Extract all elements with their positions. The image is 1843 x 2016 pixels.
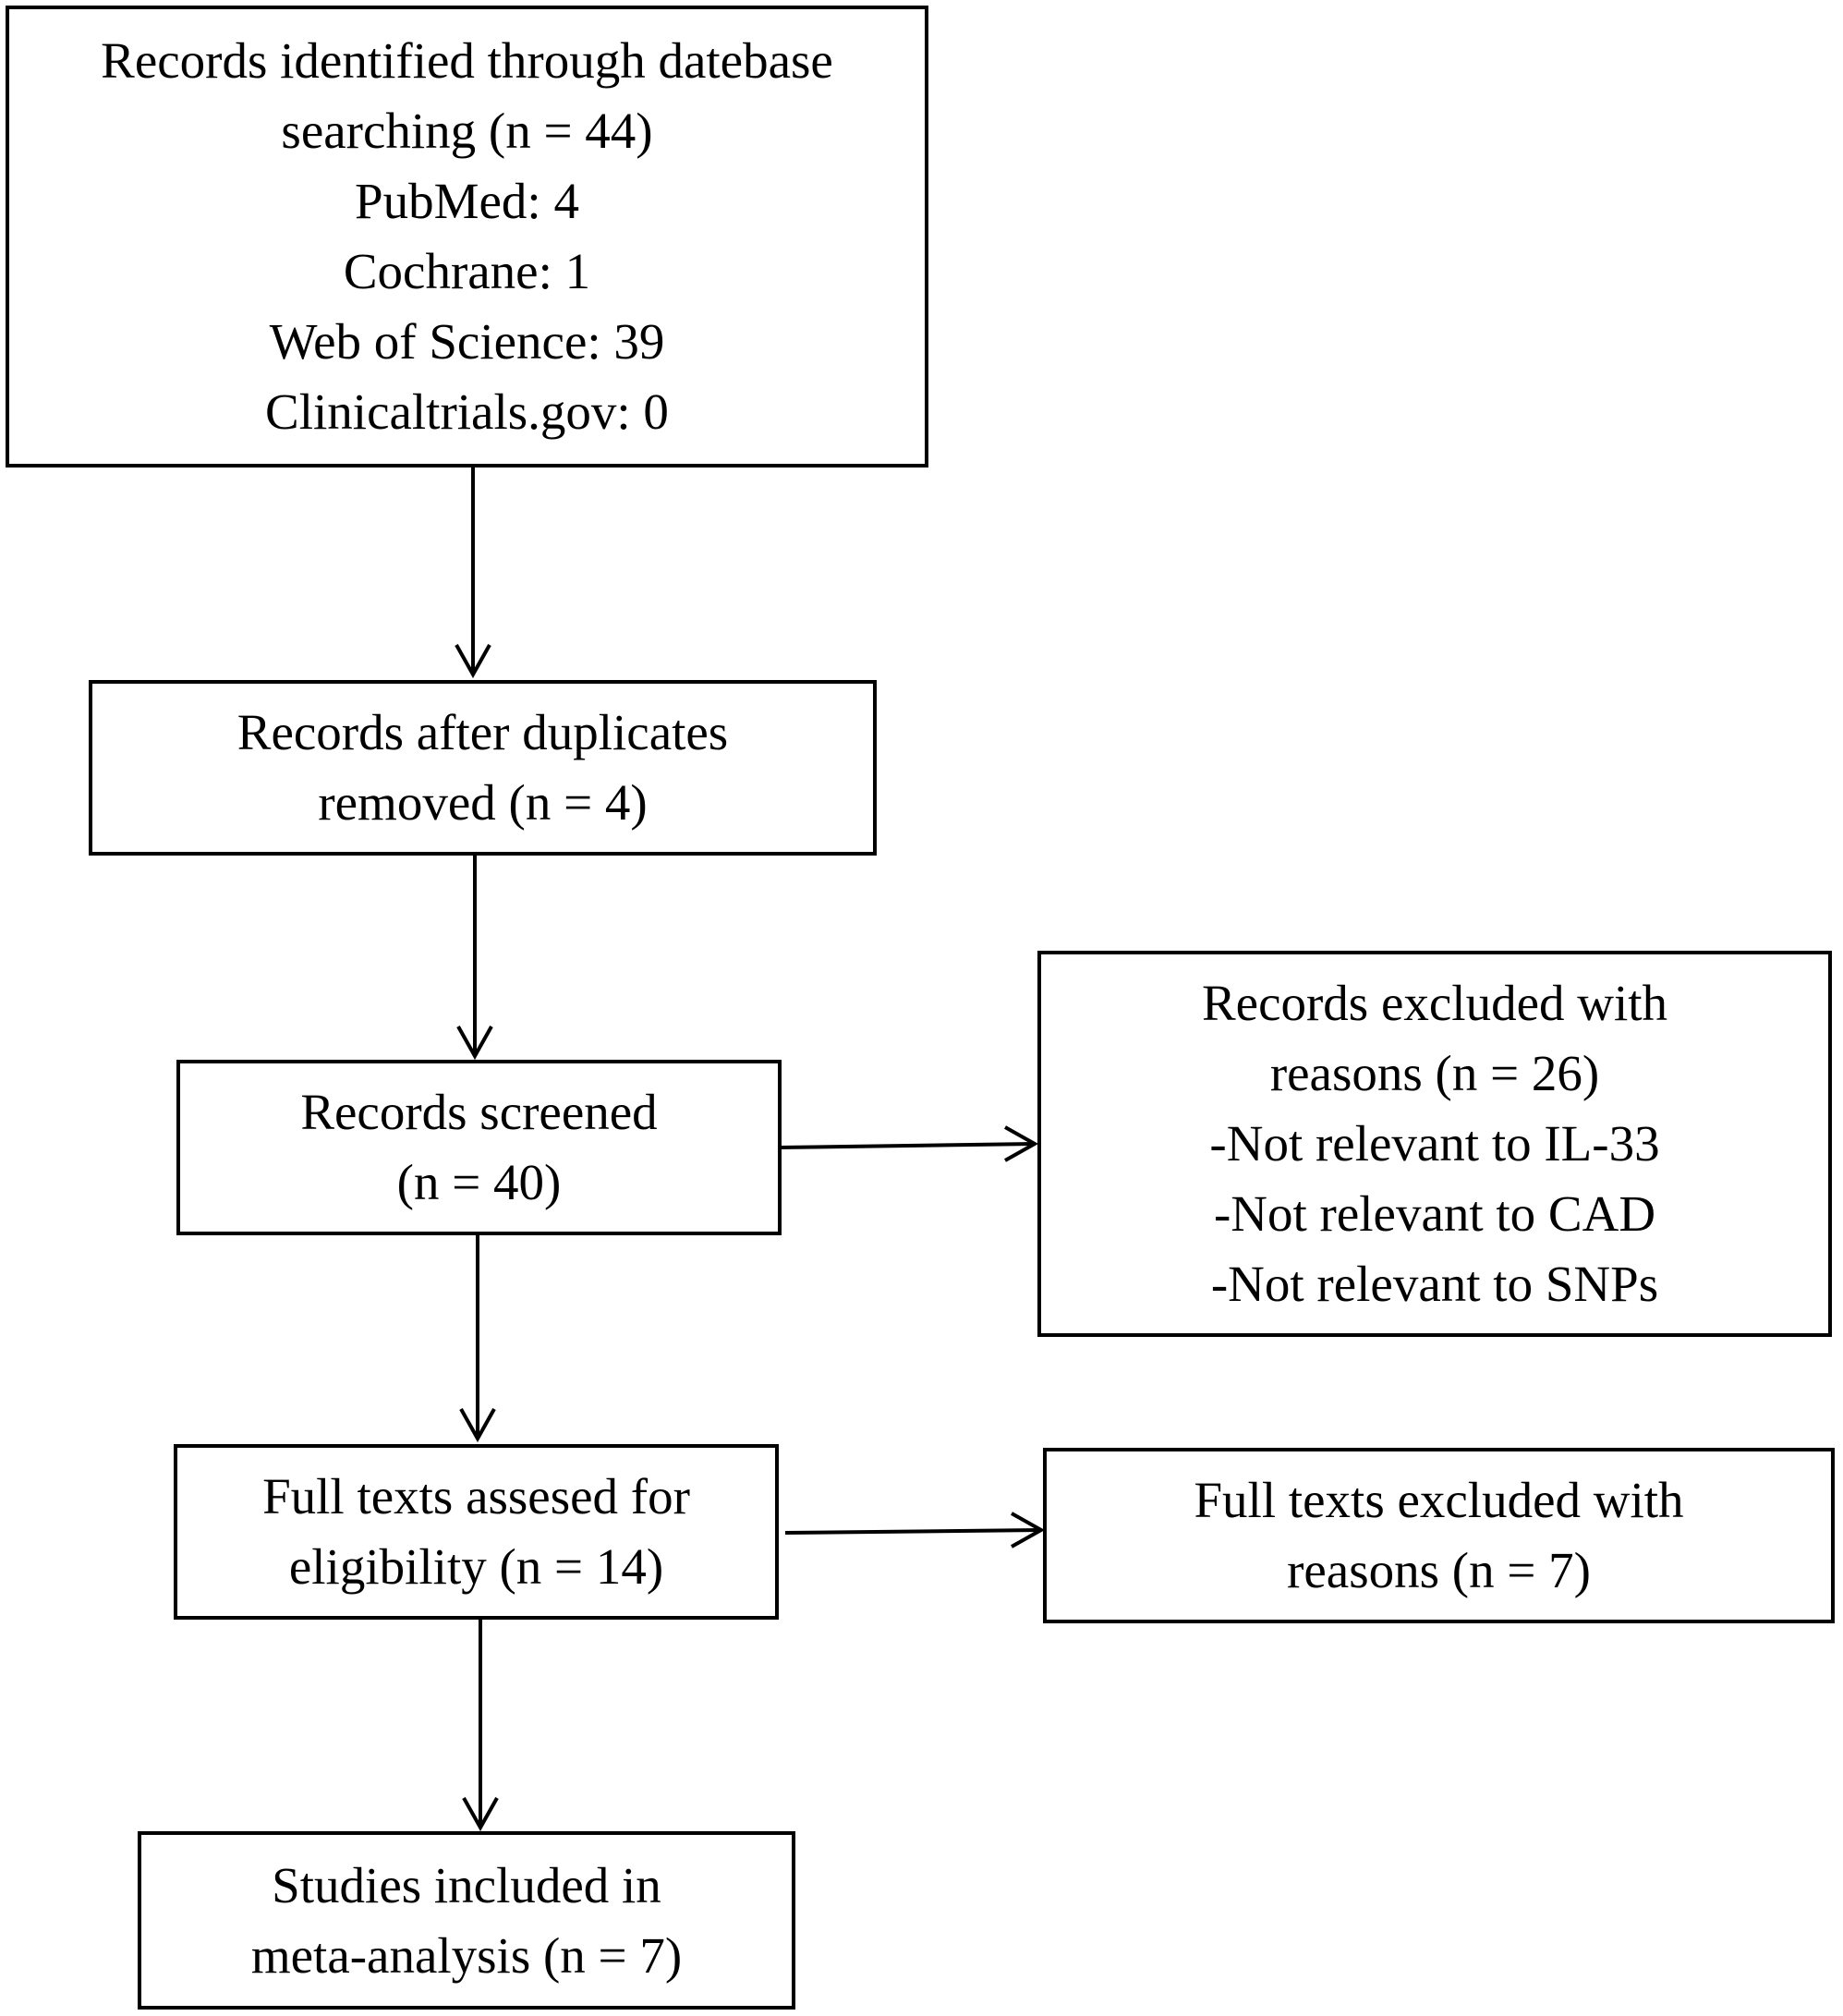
box-line: -Not relevant to SNPs (1210, 1256, 1659, 1312)
box-line: -Not relevant to CAD (1213, 1185, 1656, 1242)
arrow-screened-to-excluded (778, 1125, 1039, 1162)
box-line: Clinicaltrials.gov: 0 (265, 383, 669, 440)
box-full-texts-excluded: Full texts excluded with reasons (n = 7) (1043, 1448, 1835, 1623)
box-line: Records after duplicates (236, 704, 729, 760)
box-line: Studies included in (272, 1856, 661, 1913)
box-line: Web of Science: 39 (269, 313, 665, 370)
arrow-fulltext-to-included (462, 1619, 499, 1832)
box-line: Records screened (300, 1084, 658, 1140)
arrow-duplicates-to-screened (456, 854, 493, 1061)
box-line: PubMed: 4 (355, 173, 579, 229)
box-line: Full texts excluded with (1194, 1472, 1684, 1528)
box-line: Records identified through datebase (101, 32, 833, 89)
arrow-fulltext-to-excluded (784, 1512, 1046, 1548)
box-line: (n = 40) (396, 1154, 562, 1210)
arrow-identification-to-duplicates (455, 467, 491, 679)
box-studies-included: Studies included in meta-analysis (n = 7… (138, 1831, 795, 2010)
box-line: removed (n = 4) (318, 774, 648, 831)
box-records-identified: Records identified through datebase sear… (6, 6, 928, 468)
box-records-excluded: Records excluded with reasons (n = 26) -… (1037, 951, 1832, 1337)
box-line: meta-analysis (n = 7) (250, 1926, 683, 1984)
arrow-screened-to-fulltext (459, 1233, 496, 1443)
box-line: -Not relevant to IL-33 (1209, 1115, 1660, 1172)
box-line: reasons (n = 26) (1269, 1045, 1600, 1101)
box-records-screened: Records screened (n = 40) (176, 1060, 782, 1235)
box-line: reasons (n = 7) (1287, 1542, 1591, 1598)
box-line: Full texts assesed for (262, 1468, 690, 1524)
box-line: searching (n = 44) (281, 103, 653, 159)
box-records-after-duplicates: Records after duplicates removed (n = 4) (89, 680, 877, 856)
box-full-texts-assessed: Full texts assesed for eligibility (n = … (174, 1444, 779, 1620)
box-line: eligibility (n = 14) (288, 1538, 664, 1595)
box-line: Records excluded with (1201, 975, 1668, 1031)
box-line: Cochrane: 1 (343, 243, 591, 299)
